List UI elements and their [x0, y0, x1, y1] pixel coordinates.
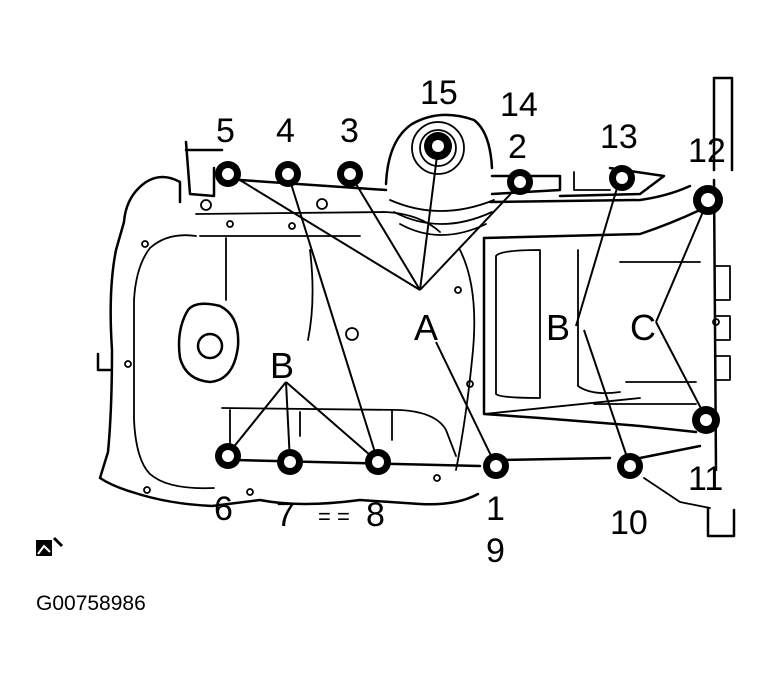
bolt-4-marker: [275, 161, 301, 187]
label-3: 3: [340, 112, 359, 150]
group-labels: A B B C: [270, 307, 656, 386]
label-8: 8: [366, 496, 385, 534]
figure-code: G00758986: [36, 592, 146, 615]
label-11: 11: [688, 460, 723, 498]
label-15: 15: [420, 74, 458, 112]
label-2: 2: [508, 128, 527, 166]
label-5: 5: [216, 112, 235, 150]
bolt-2-marker: [507, 169, 533, 195]
label-10: 10: [610, 504, 648, 542]
bolt-3-marker: [337, 161, 363, 187]
tool-icon: [36, 536, 64, 556]
separator-mark: = =: [318, 504, 350, 529]
bolt-6-marker: [215, 443, 241, 469]
group-label-b-right: B: [546, 307, 570, 348]
bolt-12-marker: [693, 185, 723, 215]
front-cover: [384, 113, 666, 236]
bolt-8-marker: [365, 449, 391, 475]
label-13: 13: [600, 118, 638, 156]
label-1: 1: [486, 490, 505, 528]
group-label-a: A: [414, 307, 438, 348]
bolts: [215, 132, 723, 479]
label-14: 14: [500, 86, 538, 124]
right-housing: [482, 76, 736, 538]
group-label-b-left: B: [270, 345, 294, 386]
label-4: 4: [276, 112, 295, 150]
bolt-number-labels: 15 14 5 4 3 2 13 12 6 7 8 1 9 10 11: [214, 74, 726, 570]
pan-floor: [221, 249, 476, 471]
bolt-10-marker: [617, 453, 643, 479]
bolt-13-marker: [609, 165, 635, 191]
bolt-15-marker: [424, 132, 452, 160]
leader-lines: [227, 147, 709, 467]
oil-pan-outline: [96, 140, 480, 508]
label-7: 7: [276, 496, 295, 534]
label-12: 12: [688, 132, 726, 170]
bolt-11-marker: [692, 406, 720, 434]
bolt-5-marker: [215, 161, 241, 187]
label-6: 6: [214, 490, 233, 528]
bolt-7-marker: [277, 449, 303, 475]
group-label-c: C: [630, 307, 656, 348]
left-boss: [177, 237, 359, 384]
bolt-1-marker: [483, 453, 509, 479]
label-9: 9: [486, 532, 505, 570]
bottom-rail: [232, 444, 702, 468]
